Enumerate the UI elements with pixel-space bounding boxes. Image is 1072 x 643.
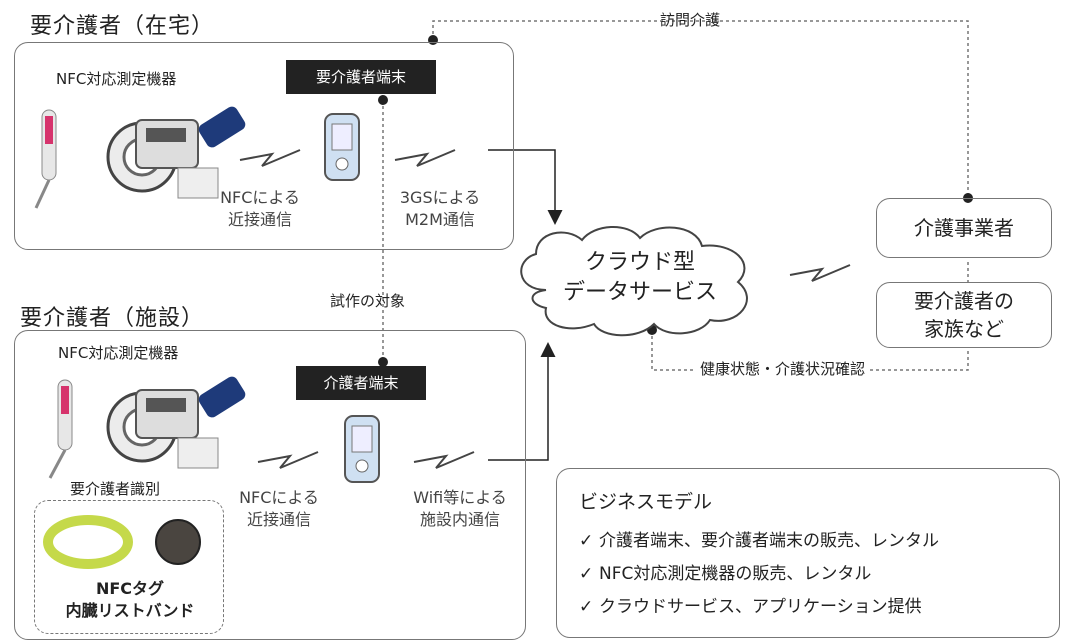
home-panel — [14, 42, 514, 250]
home-device-label: NFC対応測定機器 — [56, 70, 177, 88]
facility-nfc-comm-label: NFCによる 近接通信 — [239, 488, 319, 529]
facility-terminal-phone-icon — [344, 415, 380, 483]
wireless-icon-home-nfc — [239, 149, 301, 167]
thermometer-icon — [34, 109, 57, 209]
nfc-tag-coin-icon — [155, 519, 201, 565]
patient-id-label: 要介護者識別 — [70, 480, 161, 498]
m2m-arrow — [488, 149, 563, 225]
family-box: 要介護者の 家族など — [876, 282, 1052, 348]
facility-panel — [14, 330, 526, 640]
check-icon: ✓ — [579, 531, 594, 551]
blood-pressure-monitor-icon — [106, 119, 219, 199]
nfc-tag-devices — [43, 515, 201, 569]
care-provider-box: 介護事業者 — [876, 198, 1052, 258]
prototype-label: 試作の対象 — [330, 292, 406, 310]
blood-pressure-monitor-icon — [106, 389, 219, 469]
cloud-data-service-label: クラウド型 データサービス — [562, 250, 717, 305]
wifi-arrow — [488, 342, 556, 461]
facility-device-label: NFC対応測定機器 — [58, 344, 179, 362]
thermometer-icon — [48, 379, 73, 479]
wireless-icon-home-m2m — [394, 149, 456, 167]
home-terminal-label: 要介護者端末 — [286, 60, 436, 94]
visit-care-label: 訪問介護 — [660, 11, 721, 29]
facility-section-title: 要介護者（施設） — [20, 306, 205, 331]
business-model-item: ✓介護者端末、要介護者端末の販売、レンタル — [579, 531, 939, 551]
wristband-icon — [43, 515, 133, 569]
home-nfc-comm-label: NFCによる 近接通信 — [220, 188, 300, 229]
wireless-icon-fac-wifi — [413, 451, 475, 469]
home-section-title: 要介護者（在宅） — [30, 14, 215, 39]
business-model-panel: ビジネスモデル ✓介護者端末、要介護者端末の販売、レンタル ✓NFC対応測定機器… — [556, 468, 1060, 638]
business-model-item: ✓NFC対応測定機器の販売、レンタル — [579, 564, 872, 584]
business-model-title: ビジネスモデル — [579, 491, 713, 513]
facility-wifi-comm-label: Wifi等による 施設内通信 — [413, 488, 507, 529]
nfc-card-icon — [198, 106, 246, 148]
check-icon: ✓ — [579, 564, 594, 584]
check-icon: ✓ — [579, 597, 594, 617]
status-check-label: 健康状態・介護状況確認 — [696, 358, 870, 379]
home-devices — [34, 106, 246, 209]
business-model-item: ✓クラウドサービス、アプリケーション提供 — [579, 597, 922, 617]
home-m2m-comm-label: 3GSによる M2M通信 — [399, 188, 481, 229]
facility-terminal-label: 介護者端末 — [296, 366, 426, 400]
nfc-tag-label: NFCタグ 内臓リストバンド — [65, 579, 195, 620]
home-terminal-phone-icon — [324, 113, 360, 181]
nfc-card-icon — [198, 376, 246, 418]
cloud-shape — [520, 225, 748, 337]
nfc-tag-panel — [34, 500, 224, 634]
facility-devices — [48, 376, 246, 479]
visit-care-line — [432, 20, 969, 198]
wireless-icon-fac-nfc — [257, 451, 319, 469]
wireless-icon-cloud — [789, 264, 851, 282]
